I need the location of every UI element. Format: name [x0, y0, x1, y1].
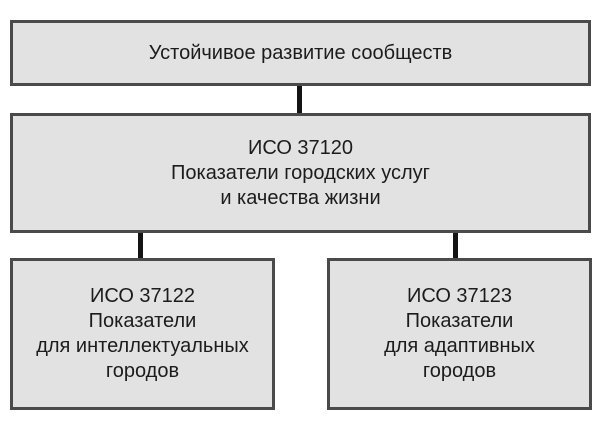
node-description-line: Показатели: [88, 310, 197, 332]
node-description-line: для интеллектуальных: [36, 335, 249, 357]
node-code: ИСО 37123: [406, 285, 513, 307]
node-description-line: городов: [422, 360, 497, 382]
node-sustainable-development: Устойчивое развитие сообществ: [10, 20, 591, 86]
node-iso-37120: ИСО 37120 Показатели городских услуг и к…: [10, 113, 591, 233]
node-description-line: и качества жизни: [220, 186, 381, 209]
node-code: ИСО 37122: [89, 285, 196, 307]
node-description-line: Показатели городских услуг: [171, 161, 430, 184]
node-description-line: для адаптивных: [384, 335, 535, 357]
node-iso-37122: ИСО 37122 Показатели для интеллектуальны…: [10, 258, 275, 410]
connector-root-to-iso37120: [297, 84, 302, 115]
node-title: Устойчивое развитие сообществ: [148, 41, 453, 64]
node-description-line: городов: [105, 360, 180, 382]
node-description-line: Показатели: [405, 310, 514, 332]
node-code: ИСО 37120: [247, 136, 354, 159]
node-iso-37123: ИСО 37123 Показатели для адаптивных горо…: [327, 258, 592, 410]
connector-iso37120-to-iso37123: [453, 231, 458, 260]
connector-iso37120-to-iso37122: [138, 231, 143, 260]
